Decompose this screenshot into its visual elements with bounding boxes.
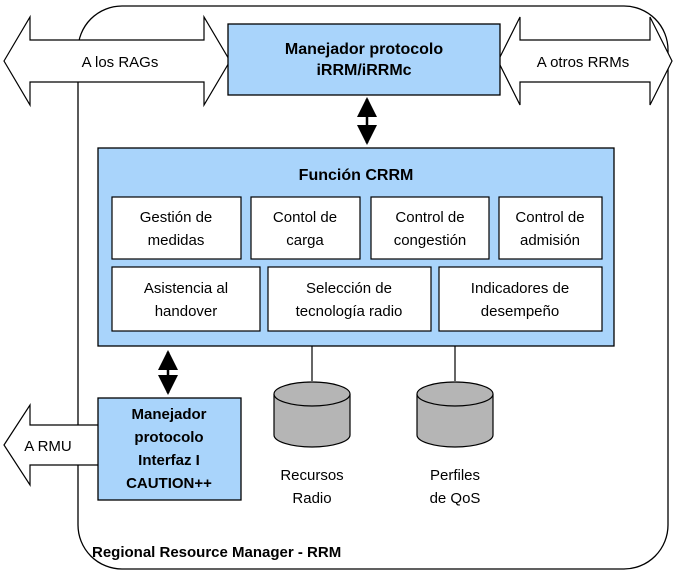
module-label-line2: admisión	[520, 232, 580, 249]
to-rags-label: A los RAGs	[82, 54, 159, 71]
module-label-line2: tecnología radio	[296, 303, 403, 320]
module-measurement-management: Gestión de medidas	[111, 196, 242, 260]
caution-protocol-line4: CAUTION++	[126, 475, 212, 492]
to-other-rrms-arrow	[497, 16, 673, 106]
module-performance-indicators: Indicadores de desempeño	[438, 266, 603, 332]
irrm-protocol-handler: Manejador protocolo iRRM/iRRMc	[227, 23, 501, 96]
module-label-line1: Control de	[515, 209, 584, 226]
module-radio-technology-selection: Selección de tecnología radio	[267, 266, 432, 332]
module-congestion-control: Control de congestión	[370, 196, 490, 260]
to-other-rrms-label: A otros RRMs	[537, 54, 630, 71]
module-label-line2: congestión	[394, 232, 467, 249]
module-label-line1: Asistencia al	[144, 280, 228, 297]
database-icon	[273, 381, 351, 448]
crrm-function-box: Función CRRM Gestión de medidas Contol d…	[97, 147, 615, 347]
module-handover-assistance: Asistencia al handover	[111, 266, 261, 332]
caution-protocol-handler: Manejador protocolo Interfaz I CAUTION++	[97, 397, 242, 501]
rrm-footer-label: Regional Resource Manager - RRM	[92, 544, 341, 561]
crrm-title: Función CRRM	[299, 167, 414, 184]
radio-resources-label-line2: Radio	[292, 490, 331, 507]
caution-protocol-line2: protocolo	[134, 429, 203, 446]
module-label-line1: Gestión de	[140, 209, 213, 226]
caution-protocol-line3: Interfaz I	[138, 452, 200, 469]
module-label-line2: handover	[155, 303, 218, 320]
module-label-line1: Indicadores de	[471, 280, 569, 297]
radio-resources-label-line1: Recursos	[280, 467, 343, 484]
module-label-line2: carga	[286, 232, 324, 249]
qos-profiles-label-line2: de QoS	[430, 490, 481, 507]
module-label-line2: desempeño	[481, 303, 559, 320]
to-rmu-label: A RMU	[24, 438, 72, 455]
module-label-line1: Selección de	[306, 280, 392, 297]
irrm-protocol-line1: Manejador protocolo	[285, 41, 443, 58]
database-icon	[416, 381, 494, 448]
module-load-control: Contol de carga	[250, 196, 361, 260]
module-label-line1: Contol de	[273, 209, 337, 226]
qos-profiles-label-line1: Perfiles	[430, 467, 480, 484]
module-admission-control: Control de admisión	[498, 196, 603, 260]
caution-protocol-line1: Manejador	[131, 406, 206, 423]
module-label-line1: Control de	[395, 209, 464, 226]
irrm-protocol-line2: iRRM/iRRMc	[316, 62, 411, 79]
module-label-line2: medidas	[148, 232, 205, 249]
